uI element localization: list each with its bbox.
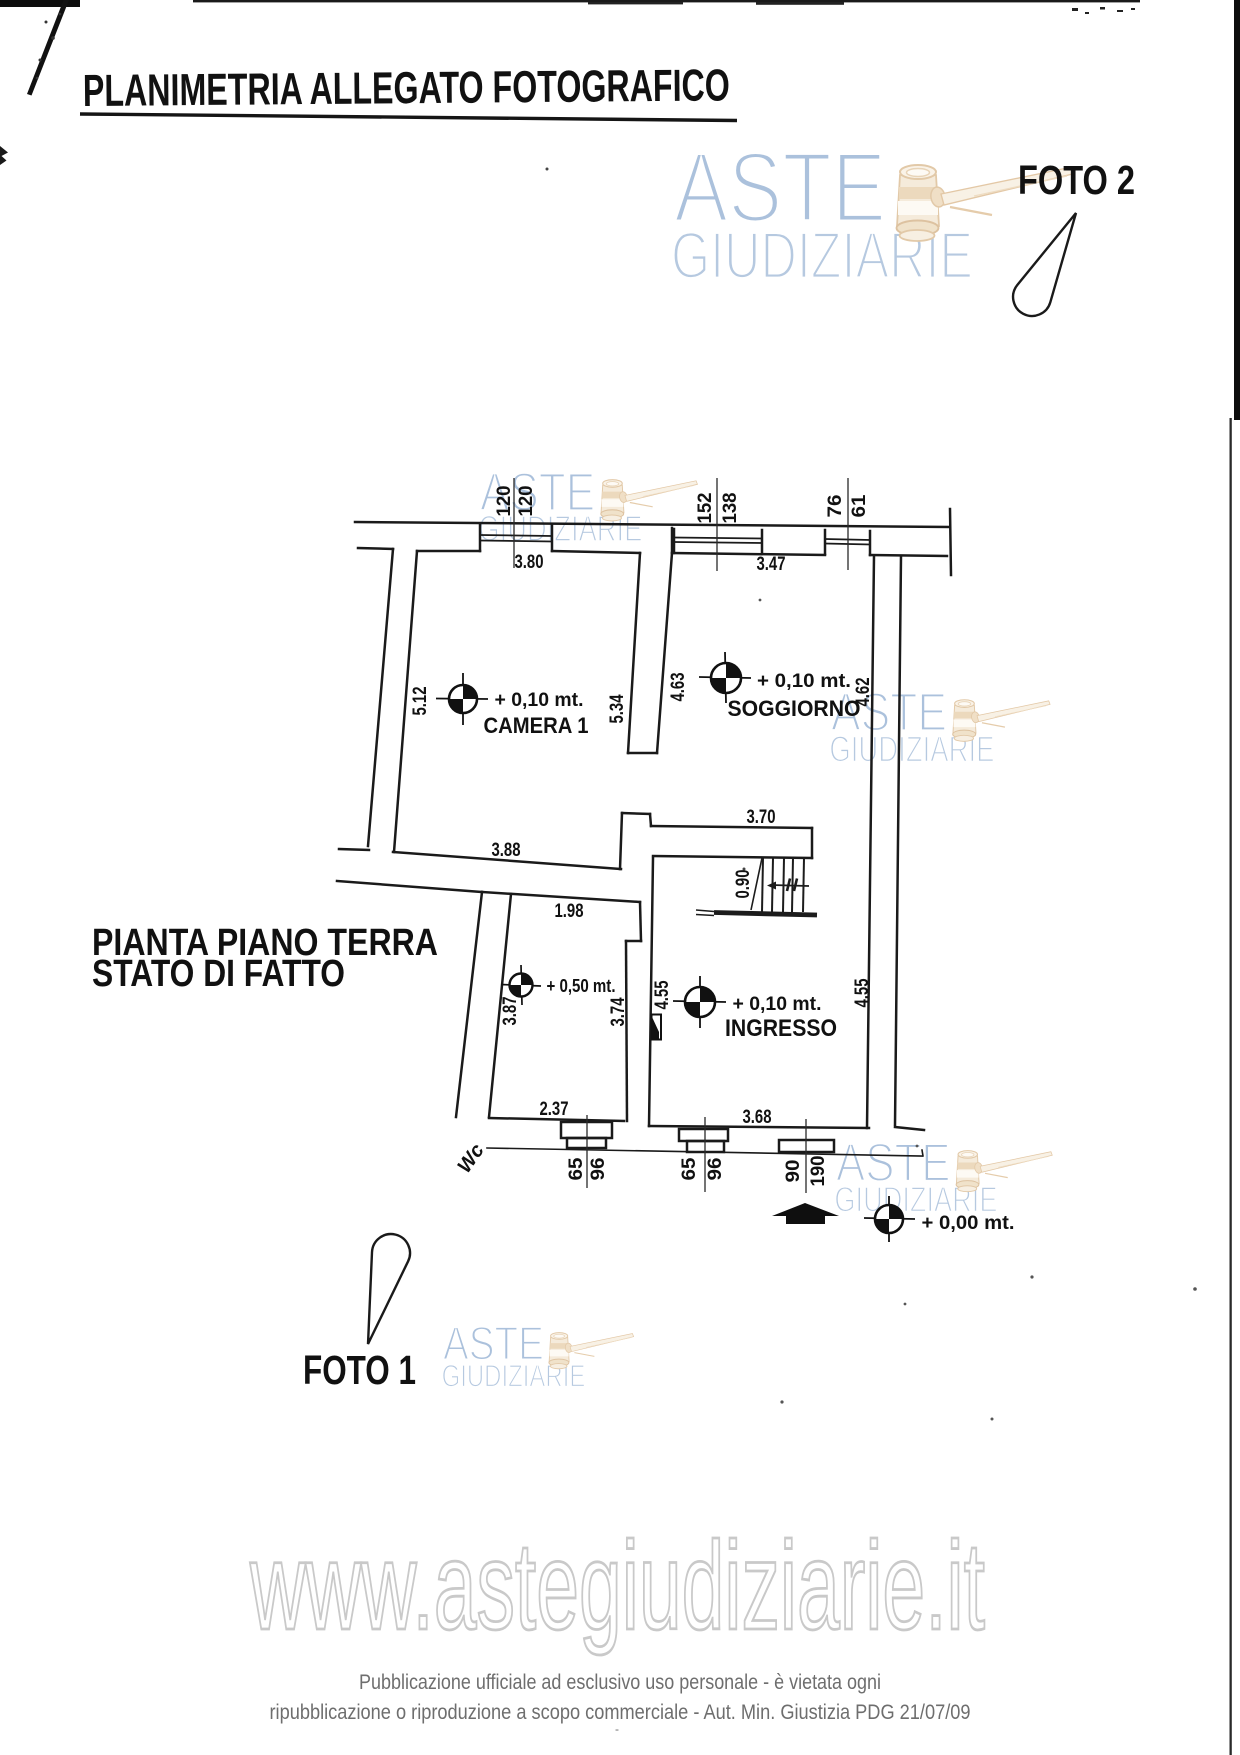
svg-text:Pubblicazione ufficiale ad esc: Pubblicazione ufficiale ad esclusivo uso… xyxy=(359,1671,881,1694)
svg-text:4.55: 4.55 xyxy=(852,978,873,1007)
svg-text:4.63: 4.63 xyxy=(668,673,689,702)
svg-text:65: 65 xyxy=(566,1157,587,1180)
svg-text:3.74: 3.74 xyxy=(608,997,629,1026)
svg-text:+ 0,10 mt.: + 0,10 mt. xyxy=(733,994,822,1015)
svg-text:3.70: 3.70 xyxy=(747,807,776,828)
svg-text:3.87: 3.87 xyxy=(500,997,521,1026)
svg-text:STATO DI FATTO: STATO DI FATTO xyxy=(92,953,345,995)
svg-text:5.34: 5.34 xyxy=(607,694,628,723)
svg-text:96: 96 xyxy=(588,1158,609,1181)
svg-text:65: 65 xyxy=(679,1157,700,1180)
svg-text:5.12: 5.12 xyxy=(410,687,431,716)
svg-text:120: 120 xyxy=(516,486,537,517)
svg-text:+ 0,50 mt.: + 0,50 mt. xyxy=(547,975,616,996)
svg-text:3.80: 3.80 xyxy=(515,552,544,573)
svg-text:www.astegiudiziarie.it: www.astegiudiziarie.it xyxy=(249,1517,985,1656)
svg-text:+ 0,10 mt.: + 0,10 mt. xyxy=(757,671,851,692)
svg-text:90: 90 xyxy=(783,1160,804,1183)
svg-text:138: 138 xyxy=(720,493,741,524)
svg-text:+ 0,00 mt.: + 0,00 mt. xyxy=(922,1213,1015,1234)
svg-text:0.90: 0.90 xyxy=(733,870,754,899)
svg-text:INGRESSO: INGRESSO xyxy=(725,1015,837,1042)
svg-text:3.68: 3.68 xyxy=(743,1107,772,1128)
svg-text:FOTO 2: FOTO 2 xyxy=(1018,157,1135,203)
svg-text:PIANTA PIANO TERRA: PIANTA PIANO TERRA xyxy=(92,922,438,964)
svg-text:-: - xyxy=(615,1722,619,1736)
svg-text:Wc: Wc xyxy=(453,1140,488,1177)
svg-text:120: 120 xyxy=(494,486,515,517)
svg-text:1.98: 1.98 xyxy=(555,901,584,922)
svg-text:4.62: 4.62 xyxy=(853,678,874,707)
svg-text:3.47: 3.47 xyxy=(757,554,786,575)
svg-text:96: 96 xyxy=(705,1158,726,1181)
svg-text:SOGGIORNO: SOGGIORNO xyxy=(728,696,861,721)
svg-text:152: 152 xyxy=(695,493,716,524)
svg-text:61: 61 xyxy=(849,494,870,517)
svg-text:CAMERA 1: CAMERA 1 xyxy=(484,713,589,738)
svg-text:76: 76 xyxy=(825,495,846,518)
svg-text:PLANIMETRIA ALLEGATO FOTOGRAFI: PLANIMETRIA ALLEGATO FOTOGRAFICO xyxy=(83,59,730,116)
svg-text:ripubblicazione o riproduzione: ripubblicazione o riproduzione a scopo c… xyxy=(270,1701,971,1724)
svg-text:190: 190 xyxy=(808,1156,829,1187)
svg-text:+ 0,10 mt.: + 0,10 mt. xyxy=(495,690,584,711)
svg-text:2.37: 2.37 xyxy=(540,1099,569,1120)
svg-text:4.55: 4.55 xyxy=(652,980,673,1009)
svg-text:3.88: 3.88 xyxy=(492,840,521,861)
svg-text:FOTO 1: FOTO 1 xyxy=(303,1347,416,1393)
